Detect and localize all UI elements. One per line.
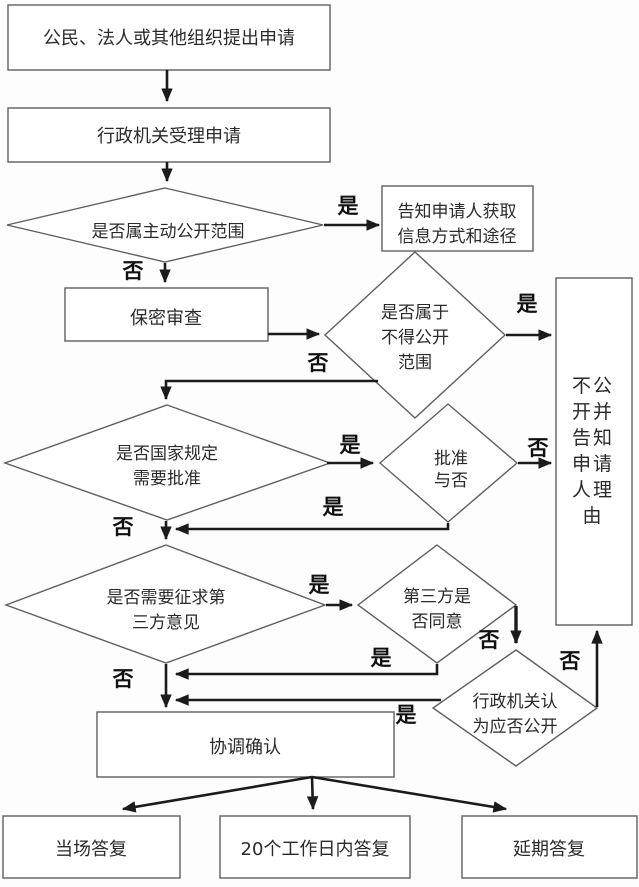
inform-label-line1: 告知申请人获取	[398, 202, 517, 222]
d7-no-label: 否	[560, 649, 581, 673]
reply-20-days-label: 20个工作日内答复	[241, 839, 390, 860]
node-d6-third-party-agree	[356, 544, 518, 664]
node-inform-channels	[381, 185, 534, 252]
d1-no-label: 否	[123, 259, 144, 283]
not-disclose-line2: 开并	[572, 401, 614, 423]
not-disclose-line3: 告知	[572, 427, 614, 449]
edge-d4-yes-d5	[174, 523, 450, 535]
d4-yes-label: 是	[323, 495, 344, 519]
node-d7-agency-opinion	[431, 649, 599, 767]
d2-label-line1: 是否属于	[381, 303, 449, 323]
d5-label-line1: 是否需要征求第	[107, 588, 226, 608]
d7-label-line2: 为应否公开	[473, 717, 558, 737]
inform-label-line2: 信息方式和途径	[398, 227, 517, 247]
node-accept	[7, 107, 331, 163]
node-d4-approved	[378, 403, 519, 523]
d5-no-label: 否	[113, 667, 134, 691]
reply-delayed-label: 延期答复	[513, 839, 585, 860]
not-disclose-line1: 不公	[572, 375, 614, 397]
d5-yes-label: 是	[309, 573, 330, 597]
d3-no-label: 否	[113, 515, 134, 539]
coordinate-label: 协调确认	[209, 737, 281, 758]
d2-no-label: 否	[308, 351, 329, 375]
edge-coordinate-delayed	[311, 775, 508, 813]
edge-coordinate-20days	[306, 776, 319, 811]
d3-label-line1: 是否国家规定	[116, 444, 218, 464]
d4-label-line2: 与否	[434, 471, 468, 491]
node-d1-proactive-scope	[6, 187, 324, 263]
node-d5-third-party	[3, 544, 328, 664]
node-secrecy-review	[64, 287, 269, 342]
d5-label-line2: 三方意见	[132, 613, 200, 633]
d3-yes-label: 是	[340, 433, 361, 457]
d6-yes-label: 是	[371, 646, 392, 670]
edges	[121, 70, 603, 813]
d7-yes-label: 是	[396, 703, 417, 727]
d4-no-label: 否	[528, 436, 549, 460]
node-not-disclose	[555, 277, 633, 626]
branch-labels: 是 否 是 否 是 否 是 否 是 否 是 否 是 否	[113, 194, 581, 727]
node-d3-state-approval	[2, 404, 333, 521]
edge-coordinate-onspot	[121, 775, 313, 813]
node-coordinate	[96, 711, 395, 778]
d7-label-line1: 行政机关认	[473, 692, 558, 712]
reply-on-spot-label: 当场答复	[55, 839, 127, 860]
nodes	[2, 4, 638, 879]
node-start	[7, 4, 331, 71]
d1-yes-label: 是	[338, 194, 359, 218]
d6-label-line2: 否同意	[412, 612, 463, 632]
edge-d2-no-d3	[160, 379, 378, 401]
node-reply-delayed	[461, 815, 638, 879]
d2-label-line3: 范围	[398, 353, 432, 373]
d6-no-label: 否	[479, 628, 500, 652]
d2-label-line2: 不得公开	[381, 328, 449, 348]
not-disclose-line4: 申请	[572, 453, 614, 475]
node-reply-20-days	[219, 815, 411, 879]
secrecy-review-label: 保密审查	[130, 308, 202, 329]
node-d2-nondisclosure-scope	[323, 251, 507, 419]
not-disclose-line5: 人理	[572, 479, 614, 501]
d3-label-line2: 需要批准	[133, 469, 201, 489]
start-label: 公民、法人或其他组织提出申请	[43, 28, 295, 49]
node-reply-on-spot	[2, 815, 181, 879]
edge-d6-yes-coordinate	[174, 664, 439, 680]
not-disclose-line6: 由	[582, 505, 603, 527]
accept-label: 行政机关受理申请	[97, 126, 241, 147]
d1-label: 是否属主动公开范围	[92, 222, 245, 242]
d4-label-line1: 批准	[434, 449, 468, 469]
d6-label-line1: 第三方是	[403, 587, 471, 607]
d2-yes-label: 是	[517, 292, 538, 316]
node-texts: 公民、法人或其他组织提出申请 行政机关受理申请 是否属主动公开范围 告知申请人获…	[43, 28, 614, 860]
